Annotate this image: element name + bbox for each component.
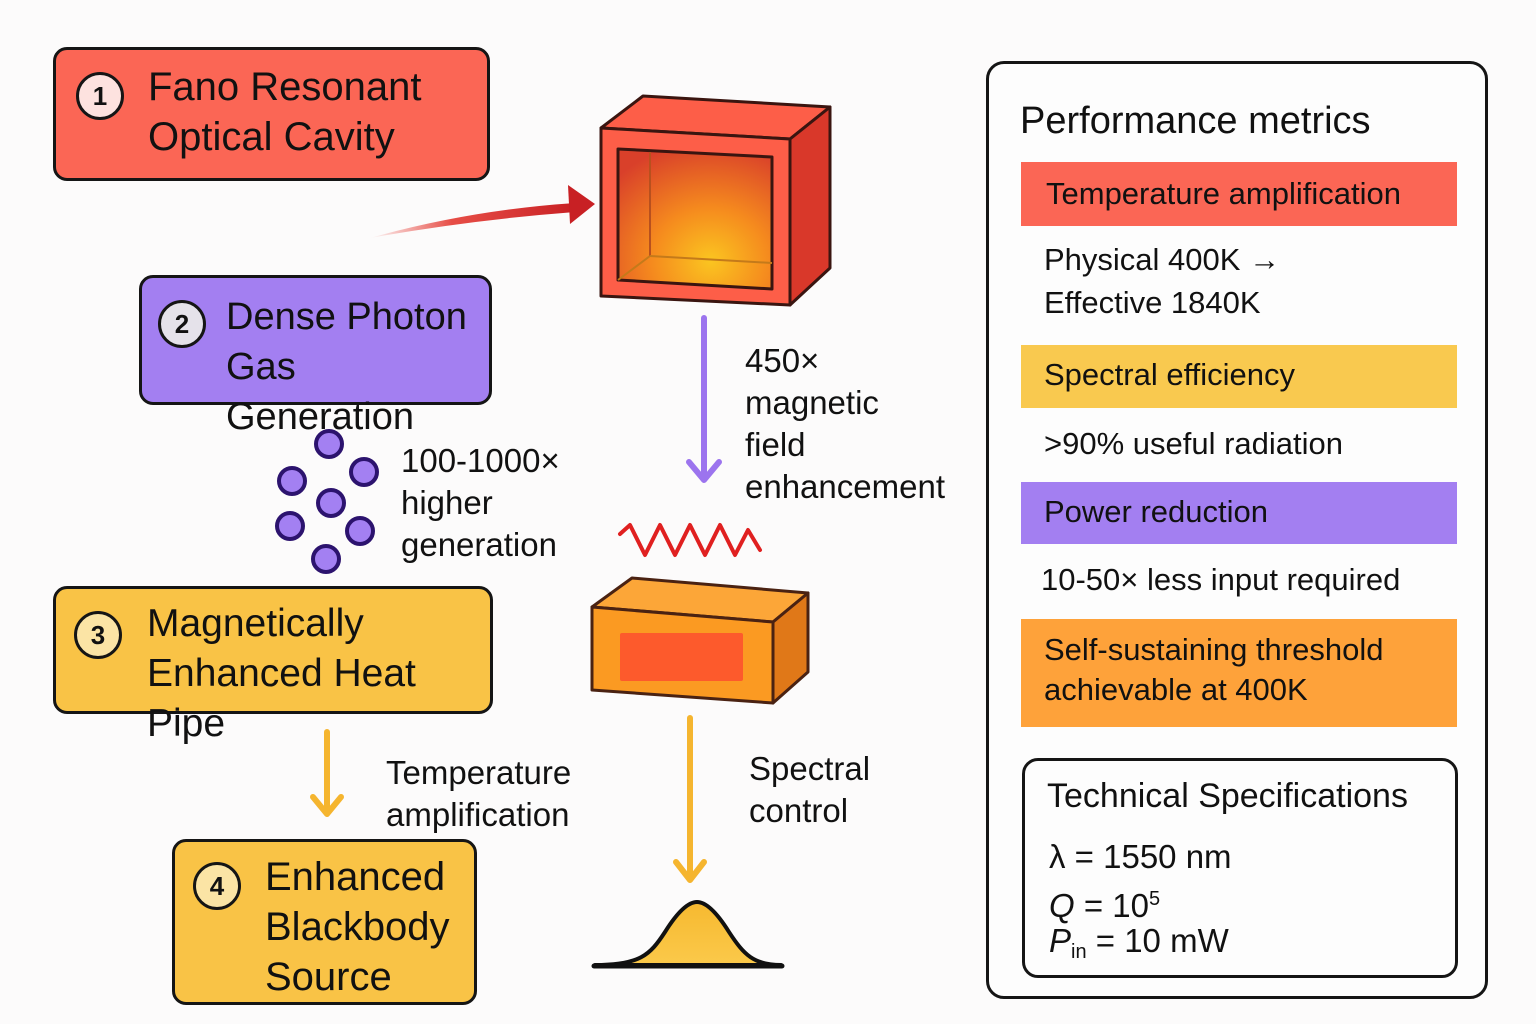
field-enhancement-label: 450× magnetic field enhancement bbox=[745, 342, 945, 505]
metric-label-temperature: Temperature amplification bbox=[1021, 162, 1457, 226]
step-title: Dense Photon Gas Generation bbox=[226, 296, 467, 438]
step-4-box: 4 Enhanced Blackbody Source bbox=[172, 839, 477, 1005]
metric-label-threshold: Self-sustaining threshold achievable at … bbox=[1021, 619, 1457, 727]
photon-particles-icon bbox=[275, 429, 379, 574]
power-value: = 10 mW bbox=[1095, 922, 1229, 959]
metric-value-power: 10-50× less input required bbox=[1041, 562, 1401, 597]
specs-title: Technical Specifications bbox=[1047, 777, 1408, 815]
step-title: Enhanced Blackbody Source bbox=[265, 855, 450, 999]
spectral-peak-icon bbox=[591, 900, 785, 969]
technical-specifications-box: Technical Specifications λ = 1550 nm Q =… bbox=[1022, 758, 1458, 978]
q-value: = 10 bbox=[1083, 887, 1149, 924]
q-exponent: 5 bbox=[1149, 888, 1161, 910]
metric-label-spectral: Spectral efficiency bbox=[1021, 345, 1457, 408]
power-symbol: P bbox=[1049, 922, 1072, 959]
heat-pipe-icon bbox=[590, 576, 810, 705]
wavelength-symbol: λ bbox=[1049, 838, 1066, 875]
q-symbol: Q bbox=[1049, 887, 1075, 924]
step-number-badge: 3 bbox=[74, 611, 122, 659]
spectral-control-label: Spectral control bbox=[749, 750, 871, 829]
spectral-arrow-icon bbox=[673, 715, 707, 883]
temperature-amplification-label: Temperature amplification bbox=[386, 754, 572, 833]
metric-value-temperature: Physical 400K → Effective 1840K bbox=[1044, 242, 1281, 320]
radiation-wave-icon bbox=[618, 523, 762, 557]
step-number-badge: 4 bbox=[193, 862, 241, 910]
step-number-badge: 2 bbox=[158, 300, 206, 348]
performance-metrics-panel: Performance metrics Temperature amplific… bbox=[986, 61, 1488, 999]
spec-wavelength: λ = 1550 nm bbox=[1049, 837, 1232, 877]
field-arrow-icon bbox=[686, 315, 722, 483]
spec-quality-factor: Q = 105 bbox=[1049, 879, 1160, 926]
temperature-arrow-icon bbox=[310, 729, 344, 817]
step-title: Fano Resonant Optical Cavity bbox=[148, 65, 422, 159]
wavelength-value: = 1550 nm bbox=[1074, 838, 1232, 875]
panel-title: Performance metrics bbox=[1020, 100, 1371, 142]
step-1-box: 1 Fano Resonant Optical Cavity bbox=[53, 47, 490, 181]
spec-input-power: Pin = 10 mW bbox=[1049, 921, 1229, 972]
step-number-badge: 1 bbox=[76, 72, 124, 120]
photon-generation-label: 100-1000× higher generation bbox=[401, 442, 560, 563]
input-arrow-icon bbox=[370, 185, 595, 238]
step-title: Magnetically Enhanced Heat Pipe bbox=[147, 602, 416, 745]
step-2-box: 2 Dense Photon Gas Generation bbox=[139, 275, 492, 438]
power-subscript: in bbox=[1071, 941, 1087, 963]
metric-label-power: Power reduction bbox=[1021, 482, 1457, 544]
optical-cavity-icon bbox=[599, 94, 832, 307]
metric-value-spectral: >90% useful radiation bbox=[1044, 426, 1344, 461]
step-3-box: 3 Magnetically Enhanced Heat Pipe bbox=[53, 586, 493, 745]
